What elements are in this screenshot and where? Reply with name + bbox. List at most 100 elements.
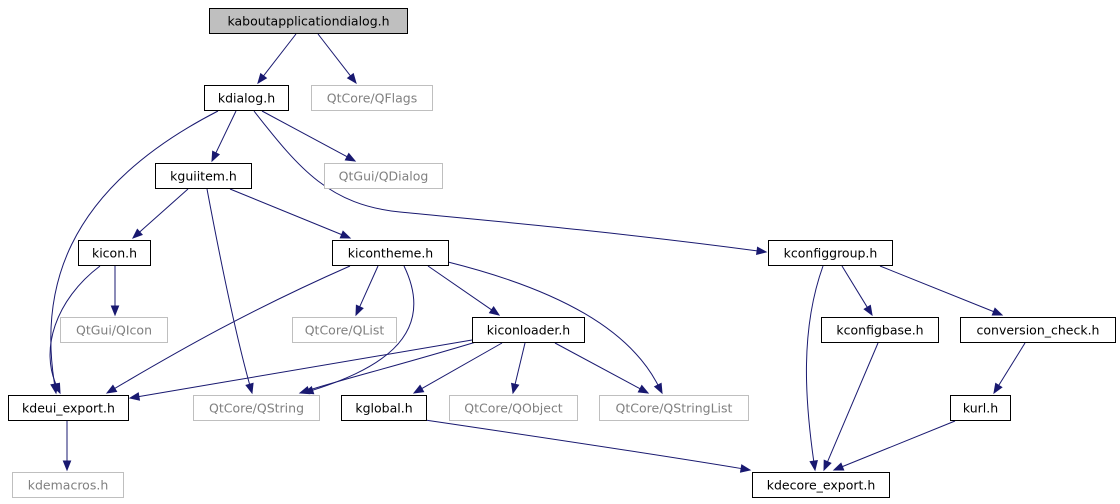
arrowhead-kicontheme-to-qstringlist [653, 382, 663, 395]
node-box-kurl [950, 395, 1011, 421]
arrowhead-kguiitem-to-kicontheme [339, 230, 352, 239]
node-box-kglobal [341, 395, 427, 421]
edge-kicontheme-to-kdeui_export [113, 265, 351, 390]
arrowhead-kicontheme-to-kiconloader [488, 306, 501, 316]
node-box-kaboutapplicationdialog [209, 8, 408, 34]
node-box-qlist [292, 317, 397, 343]
node-box-kicon [78, 240, 151, 266]
edge-kurl-to-kdecore_export [841, 420, 956, 468]
node-box-kconfiggroup [768, 240, 893, 266]
node-kconfigbase[interactable]: kconfigbase.h [821, 317, 939, 343]
node-label-kicon: kicon.h [92, 246, 137, 261]
node-label-kglobal: kglobal.h [355, 401, 412, 416]
arrowhead-kaboutapplicationdialog-to-qflags [346, 72, 357, 85]
arrowhead-kiconloader-to-qobject [510, 382, 520, 395]
edge-kicon-to-kdeui_export [49, 265, 101, 386]
edge-kicontheme-to-qlist [358, 265, 379, 308]
node-label-qicon: QtGui/QIcon [76, 323, 152, 338]
arrowhead-kconfiggroup-to-kconfigbase [863, 304, 873, 317]
arrowhead-kconfigbase-to-kdecore_export [823, 459, 832, 472]
node-box-kdecore_export [752, 472, 890, 498]
edge-kguiitem-to-kicontheme [229, 188, 343, 236]
edge-conversion_check-to-kurl [997, 342, 1026, 387]
node-kurl[interactable]: kurl.h [950, 395, 1011, 421]
edge-kicontheme-to-qstringlist [447, 261, 659, 387]
arrowhead-kicon-to-qicon [110, 305, 120, 317]
edge-kdialog-to-kconfiggroup [253, 110, 759, 252]
node-box-kiconloader [472, 317, 585, 343]
node-kdialog[interactable]: kdialog.h [204, 85, 289, 111]
node-label-qdialog: QtGui/QDialog [339, 169, 429, 184]
edge-kconfigbase-to-kdecore_export [826, 342, 879, 463]
node-box-qstring [193, 395, 320, 421]
node-kicon[interactable]: kicon.h [78, 240, 151, 266]
node-label-kdemacros: kdemacros.h [28, 478, 109, 493]
node-kiconloader[interactable]: kiconloader.h [472, 317, 585, 343]
node-label-qstringlist: QtCore/QStringList [616, 401, 733, 416]
node-label-qstring: QtCore/QString [209, 401, 304, 416]
node-kdeui_export[interactable]: kdeui_export.h [8, 395, 129, 421]
node-label-kguiitem: kguiitem.h [170, 169, 237, 184]
node-box-kdialog [204, 85, 289, 111]
arrowhead-kiconloader-to-kglobal [412, 384, 425, 394]
node-label-kiconloader: kiconloader.h [487, 323, 570, 338]
node-label-kconfiggroup: kconfiggroup.h [784, 246, 878, 261]
node-kglobal[interactable]: kglobal.h [341, 395, 427, 421]
arrowhead-kicontheme-to-qlist [355, 304, 364, 317]
edge-kconfiggroup-to-kconfigbase [841, 265, 869, 309]
node-label-kaboutapplicationdialog: kaboutapplicationdialog.h [227, 14, 389, 29]
node-label-kdialog: kdialog.h [218, 91, 275, 106]
node-qstringlist: QtCore/QStringList [599, 395, 749, 421]
edge-kicontheme-to-kiconloader [427, 265, 493, 311]
arrowhead-kaboutapplicationdialog-to-kdialog [257, 72, 268, 85]
arrowhead-kiconloader-to-qstringlist [637, 384, 650, 394]
node-kguiitem[interactable]: kguiitem.h [155, 163, 252, 189]
arrowhead-kguiitem-to-kicon [131, 228, 143, 239]
node-box-qdialog [324, 163, 443, 189]
node-label-kdecore_export: kdecore_export.h [767, 478, 876, 493]
node-qlist: QtCore/QList [292, 317, 397, 343]
node-kdecore_export[interactable]: kdecore_export.h [752, 472, 890, 498]
node-kaboutapplicationdialog[interactable]: kaboutapplicationdialog.h [209, 8, 408, 34]
node-kicontheme[interactable]: kicontheme.h [332, 240, 449, 266]
arrowhead-kiconloader-to-kdeui_export [128, 392, 141, 401]
arrowhead-kconfiggroup-to-kdecore_export [809, 459, 818, 472]
edge-kaboutapplicationdialog-to-kdialog [262, 33, 297, 77]
node-qstring: QtCore/QString [193, 395, 320, 421]
node-qicon: QtGui/QIcon [60, 317, 168, 343]
node-box-qstringlist [599, 395, 749, 421]
node-box-qflags [311, 85, 433, 111]
node-label-qobject: QtCore/QObject [464, 401, 563, 416]
arrowhead-kdeui_export-to-kdemacros [62, 460, 72, 472]
edge-kiconloader-to-qstring [307, 341, 477, 392]
arrowhead-kglobal-to-kdecore_export [739, 464, 752, 473]
node-box-kicontheme [332, 240, 449, 266]
edge-kaboutapplicationdialog-to-qflags [317, 33, 352, 77]
edge-kguiitem-to-kicon [138, 188, 189, 234]
node-box-kdeui_export [8, 395, 129, 421]
node-box-qobject [449, 395, 578, 421]
node-label-kdeui_export: kdeui_export.h [22, 401, 115, 416]
edge-kiconloader-to-qstringlist [554, 342, 642, 390]
edge-kglobal-to-kdecore_export [424, 419, 743, 470]
node-kconfiggroup[interactable]: kconfiggroup.h [768, 240, 893, 266]
edge-kiconloader-to-kglobal [420, 342, 503, 390]
node-box-kguiitem [155, 163, 252, 189]
node-conversion_check[interactable]: conversion_check.h [960, 317, 1116, 343]
node-kdemacros: kdemacros.h [12, 472, 124, 498]
edge-kconfiggroup-to-conversion_check [879, 265, 995, 313]
node-label-qflags: QtCore/QFlags [327, 91, 418, 106]
node-qobject: QtCore/QObject [449, 395, 578, 421]
node-label-kicontheme: kicontheme.h [348, 246, 433, 261]
edge-kiconloader-to-kdeui_export [137, 339, 473, 398]
arrowhead-kdialog-to-kguiitem [211, 150, 221, 163]
arrowhead-conversion_check-to-kurl [993, 382, 1003, 395]
arrowhead-kicontheme-to-kdeui_export [105, 384, 118, 394]
arrowhead-kguiitem-to-qstring [245, 382, 254, 395]
node-qdialog: QtGui/QDialog [324, 163, 443, 189]
node-label-kurl: kurl.h [963, 401, 998, 416]
edges-layer [49, 33, 1026, 473]
